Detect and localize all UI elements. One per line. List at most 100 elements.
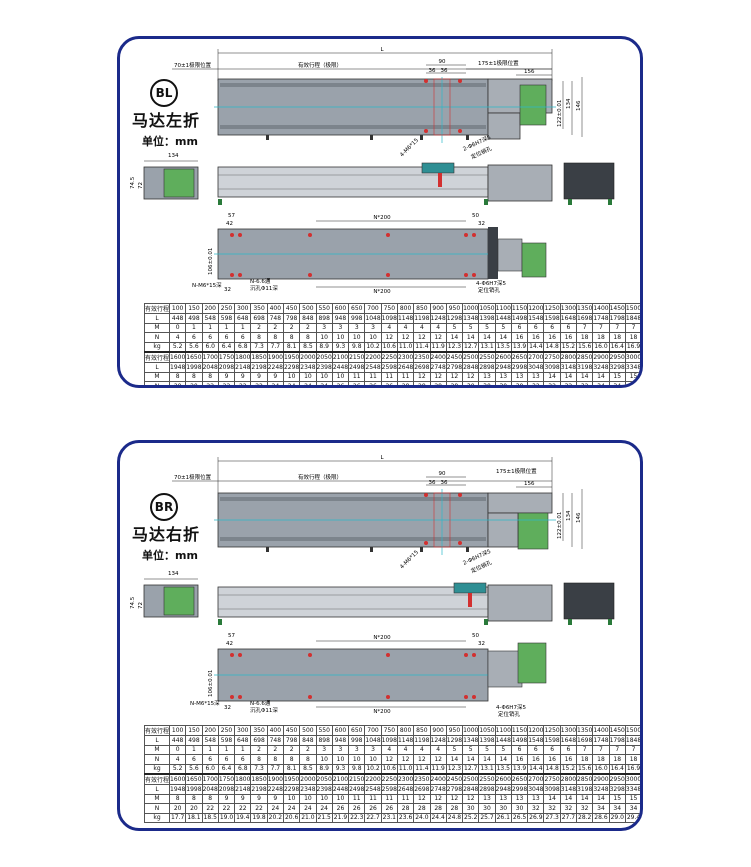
table-cell: 548	[201, 313, 219, 324]
table-cell: 900	[429, 725, 447, 736]
table-cell: 5.2	[169, 341, 187, 353]
table-cell: 700	[364, 303, 382, 314]
table-cell: 13	[527, 371, 545, 382]
table-cell: 2998	[510, 362, 529, 373]
table-cell: 750	[380, 725, 398, 736]
table-cell: 8.9	[315, 763, 333, 775]
table-cell: 24	[315, 381, 333, 385]
unit-label: 单位：mm	[142, 135, 198, 148]
table-cell: 1448	[494, 313, 512, 324]
table-cell: 27.7	[559, 812, 578, 823]
table-cell: 100	[169, 303, 187, 314]
table-cell: 798	[282, 313, 301, 324]
table-cell: 2	[250, 744, 268, 755]
table-cell: 1248	[429, 735, 447, 746]
dim-L: L	[380, 455, 384, 461]
table-cell: 9	[234, 371, 252, 382]
table-cell: 2850	[576, 773, 594, 785]
row-header-cell: 有效行程	[143, 773, 171, 785]
table-cell: 948	[331, 313, 350, 324]
table-cell: 2	[299, 744, 317, 755]
table-cell: 698	[250, 735, 268, 746]
table-cell: 3000	[624, 351, 642, 363]
table-cell: 2548	[364, 362, 382, 373]
table-cell: 250	[217, 725, 236, 736]
table-cell: 22	[201, 803, 219, 814]
table-cell: 26	[364, 381, 382, 385]
table-cell: 798	[282, 735, 301, 746]
table-cell: 1800	[234, 351, 252, 363]
table-cell: 11	[380, 371, 398, 382]
table-cell: 2148	[234, 784, 252, 795]
table-cell: 13.9	[510, 341, 529, 353]
model-badge: BR	[150, 493, 178, 521]
table-cell: 1750	[217, 351, 236, 363]
table-cell: 3	[364, 744, 382, 755]
table-cell: 200	[201, 303, 219, 314]
table-cell: 28	[413, 803, 431, 814]
table-cell: 24	[315, 803, 333, 814]
label-n66: N-6.6通	[250, 699, 271, 707]
table-cell: 34	[624, 803, 640, 814]
table-cell: 20	[169, 803, 187, 814]
table-cell: 12	[413, 371, 431, 382]
table-cell: 29.8	[642, 813, 643, 823]
table-cell: 500	[299, 725, 317, 736]
table-cell: 5	[478, 322, 496, 333]
row-header-cell: N	[143, 332, 171, 343]
row-header-cell: L	[143, 362, 171, 373]
table-cell: 11	[396, 793, 415, 804]
table-cell: 1550	[642, 726, 643, 736]
table-cell: 22	[250, 803, 268, 814]
table-cell: 10.6	[380, 763, 398, 775]
table-cell: 21.0	[299, 812, 317, 823]
table-cell: 2700	[527, 351, 545, 363]
table-cell: 10	[331, 332, 350, 343]
table-cell: 13.1	[478, 763, 496, 775]
table-cell: 10	[331, 754, 350, 765]
table-cell: 1	[234, 744, 252, 755]
table-cell: 1098	[380, 735, 398, 746]
table-cell: 14	[445, 332, 464, 343]
table-cell: 7.7	[266, 763, 284, 775]
table-cell: 19.4	[234, 812, 252, 823]
table-cell: 20	[642, 333, 643, 343]
table-cell: 1898	[642, 314, 643, 324]
table-cell: 1698	[576, 313, 594, 324]
table-cell: 18	[576, 332, 594, 343]
table-cell: 16.4	[608, 341, 626, 353]
table-cell: 1698	[576, 735, 594, 746]
table-cell: 6	[217, 332, 236, 343]
table-cell: 3298	[608, 784, 626, 795]
label-n66b: 沉孔Φ11深	[250, 706, 278, 714]
table-cell: 0	[169, 322, 187, 333]
table-cell: 28	[429, 381, 447, 385]
table-cell: 14	[462, 332, 480, 343]
table-cell: 12	[380, 754, 398, 765]
table-cell: 32	[559, 803, 578, 814]
table-cell: 4	[429, 744, 447, 755]
row-header-cell: N	[143, 803, 171, 814]
table-cell: 7	[576, 744, 594, 755]
table-cell: 14	[576, 371, 594, 382]
table-cell: 24	[299, 803, 317, 814]
table-cell: 3148	[559, 784, 578, 795]
table-cell: 4	[169, 332, 187, 343]
table-cell: 1498	[510, 735, 529, 746]
table-cell: 1800	[234, 773, 252, 785]
table-cell: 20	[642, 755, 643, 765]
table-cell: 2798	[445, 784, 464, 795]
table-cell: 32	[543, 803, 561, 814]
table-cell: 2750	[543, 351, 561, 363]
table-cell: 7	[592, 744, 610, 755]
label-pos2: 定位销孔	[498, 710, 521, 718]
table-cell: 648	[234, 313, 252, 324]
table-cell: 6	[185, 332, 203, 343]
table-cell: 22.3	[348, 812, 366, 823]
table-cell: 7	[608, 322, 626, 333]
table-cell: 30	[510, 803, 529, 814]
table-cell: 10	[348, 332, 366, 343]
table-cell: 30	[462, 381, 480, 385]
table-cell: 2250	[380, 351, 398, 363]
